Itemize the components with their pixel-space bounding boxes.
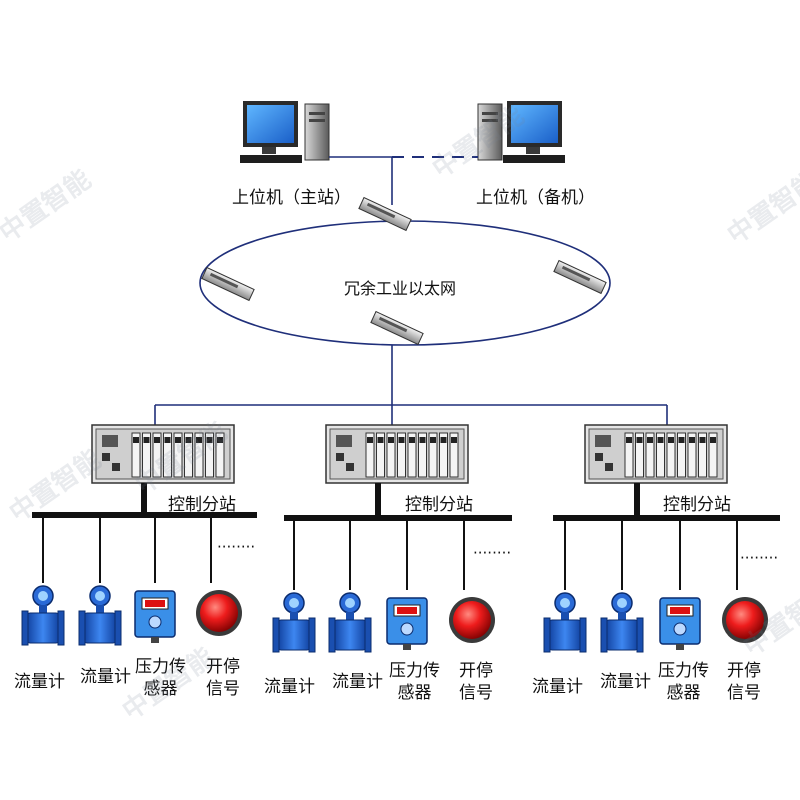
device-label: 流量计 [332, 672, 383, 692]
switch-icon-top [358, 196, 412, 232]
more-devices-ellipsis: ········ [217, 538, 256, 556]
device-label: 压力传 感器 [135, 657, 186, 699]
control-substation [21, 424, 257, 646]
pressure-sensor-icon [386, 597, 428, 650]
more-devices-ellipsis: ········ [473, 544, 512, 562]
pressure-sensor-icon [134, 590, 176, 643]
station-label: 控制分站 [405, 495, 473, 515]
flowmeter-icon [272, 592, 316, 653]
signal-lamp-icon [449, 597, 495, 643]
flowmeter-icon [78, 585, 122, 646]
control-substation [543, 424, 780, 653]
device-label: 流量计 [532, 677, 583, 697]
master-pc-icon [240, 101, 330, 163]
flowmeter-icon [328, 592, 372, 653]
device-label: 压力传 感器 [658, 661, 709, 703]
signal-lamp-icon [196, 590, 242, 636]
device-label: 流量计 [264, 677, 315, 697]
stations-layer [21, 424, 780, 653]
backup-pc-icon [477, 101, 565, 163]
station-label: 控制分站 [168, 495, 236, 515]
ring-network-label: 冗余工业以太网 [344, 279, 457, 298]
device-label: 流量计 [600, 672, 651, 692]
flowmeter-icon [21, 585, 65, 646]
device-label: 开停 信号 [727, 661, 761, 703]
backup-pc-label: 上位机（备机） [476, 188, 595, 208]
control-substation [272, 424, 512, 653]
switch-icon-left [201, 266, 255, 302]
pressure-sensor-icon [659, 597, 701, 650]
master-pc-label: 上位机（主站） [232, 188, 351, 208]
switch-icon-right [553, 259, 607, 295]
flowmeter-icon [600, 592, 644, 653]
flowmeter-icon [543, 592, 587, 653]
signal-lamp-icon [722, 597, 768, 643]
station-label: 控制分站 [663, 495, 731, 515]
device-label: 开停 信号 [459, 661, 493, 703]
device-label: 流量计 [80, 667, 131, 687]
device-label: 开停 信号 [206, 657, 240, 699]
more-devices-ellipsis: ········ [740, 549, 779, 567]
switch-icon-bottom [370, 310, 424, 346]
device-label: 压力传 感器 [389, 661, 440, 703]
device-label: 流量计 [14, 672, 65, 692]
